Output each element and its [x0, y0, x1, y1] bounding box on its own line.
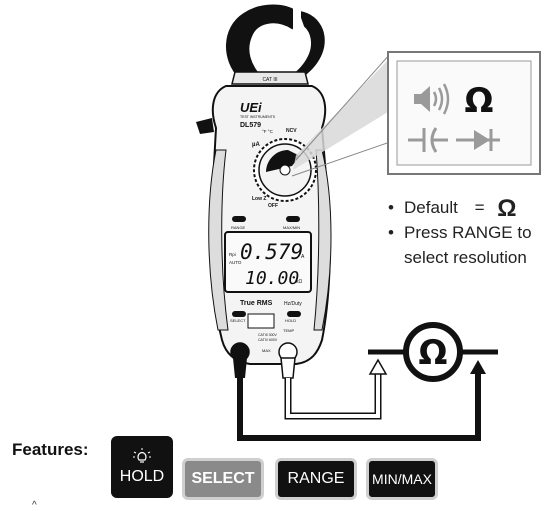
- temp-mode-label: °F °C: [262, 129, 274, 134]
- vohm-arrowhead: [368, 358, 388, 375]
- jaw-trigger[interactable]: [196, 118, 214, 134]
- callout-pointer: [293, 60, 388, 170]
- test-leads: [233, 357, 486, 441]
- features-label: Features:: [12, 440, 89, 459]
- max-label: MAX: [262, 348, 271, 353]
- hold-button[interactable]: HOLD: [111, 436, 173, 498]
- equals-sign: =: [474, 198, 485, 217]
- model-label: DL579: [240, 122, 261, 129]
- select-key[interactable]: [232, 311, 246, 317]
- default-label: Default: [404, 198, 458, 217]
- lcd-display: [224, 231, 312, 293]
- minmax-key-label: MAX/MIN: [283, 225, 300, 230]
- range-note: • Press RANGE to: [388, 220, 548, 245]
- select-key-label: SELECT: [230, 318, 246, 323]
- dial-callout: Ω: [291, 51, 541, 177]
- diode-icon: [456, 129, 500, 151]
- range-note-line-1: Press RANGE to: [404, 223, 532, 242]
- lcd-indicator-auto: AUTO: [229, 260, 242, 265]
- cat-rating-line-1: CATIII 300V: [258, 333, 277, 337]
- vohm-lead-wire-outline: [284, 370, 382, 420]
- lcd-indicator-rpi: Rpi: [229, 252, 236, 257]
- range-button[interactable]: RANGE: [275, 458, 357, 500]
- true-rms-label: True RMS: [240, 300, 273, 307]
- off-label: OFF: [268, 203, 278, 209]
- minmax-key[interactable]: [286, 216, 300, 222]
- ohmmeter-circuit: Ω: [368, 322, 498, 382]
- temp-terminal-label: TEMP: [283, 328, 294, 333]
- default-note: • Default = Ω: [388, 193, 548, 222]
- brand-logo: UEi: [240, 100, 262, 115]
- hold-button-label: HOLD: [119, 468, 165, 485]
- range-key[interactable]: [232, 216, 246, 222]
- right-jaw: [287, 10, 325, 79]
- cat-rating-neck: CAT III: [262, 77, 277, 83]
- default-omega-symbol: Ω: [497, 195, 517, 222]
- beeper-icon: [414, 83, 450, 115]
- capacitor-icon: [408, 127, 448, 153]
- callout-inner: [396, 60, 532, 166]
- lcd-bottom-unit: kΩ: [296, 279, 303, 285]
- minmax-button-label: MIN/MAX: [372, 471, 432, 487]
- ncv-label: NCV: [286, 128, 297, 134]
- hz-duty-label: Hz/Duty: [284, 301, 302, 307]
- low-z-label: Low Z: [252, 196, 266, 202]
- ohmmeter-omega: Ω: [419, 333, 448, 373]
- hold-key-label: HOLD: [285, 318, 296, 323]
- callout-omega: Ω: [465, 81, 494, 121]
- mode-notes: • Default = Ω • Press RANGE to select reso…: [388, 193, 548, 270]
- com-probe-plug: [233, 358, 247, 378]
- left-grip: [208, 149, 229, 331]
- hold-key[interactable]: [287, 311, 301, 317]
- bullet-dot: •: [388, 223, 394, 242]
- terminal-label-plate: [247, 313, 275, 329]
- cat-rating-line-2: CATIV 600V: [258, 338, 278, 342]
- caret-icon: ^: [32, 500, 37, 511]
- clamp-jaws: CAT III: [226, 4, 325, 85]
- select-button-label: SELECT: [191, 470, 255, 487]
- clamp-meter: UEi TEST INSTRUMENTS DL579 NCV °F °C µA …: [196, 85, 332, 365]
- meter-neck: [231, 71, 309, 85]
- lcd-top-unit: A: [301, 254, 305, 260]
- ohmmeter-symbol: [403, 322, 463, 382]
- features-bar: Features: HOLD SELECT RANGE MIN/MAX ^: [8, 436, 548, 511]
- lightbulb-icon: [133, 448, 151, 463]
- callout-pointer-edge-1: [295, 53, 391, 161]
- range-key-label: RANGE: [231, 225, 246, 230]
- vohm-probe-plug: [280, 357, 296, 379]
- lcd-bottom-reading: 10.00: [245, 268, 299, 289]
- jaw-gap: [293, 8, 301, 30]
- com-arrowhead: [470, 360, 486, 374]
- right-grip: [313, 149, 332, 331]
- lcd-top-reading: 0.579: [240, 240, 303, 264]
- range-note-line-2: select resolution: [404, 248, 527, 267]
- callout-pointer-edge-2: [291, 141, 391, 177]
- ua-mode-label: µA: [252, 142, 260, 148]
- range-button-label: RANGE: [287, 470, 345, 487]
- brand-subtitle: TEST INSTRUMENTS: [240, 115, 276, 119]
- bullet-dot: •: [388, 198, 394, 217]
- left-jaw: [226, 4, 299, 79]
- com-lead-wire: [237, 370, 481, 441]
- select-button[interactable]: SELECT: [182, 458, 264, 500]
- vohm-lead-wire: [286, 370, 380, 418]
- minmax-button[interactable]: MIN/MAX: [366, 458, 438, 500]
